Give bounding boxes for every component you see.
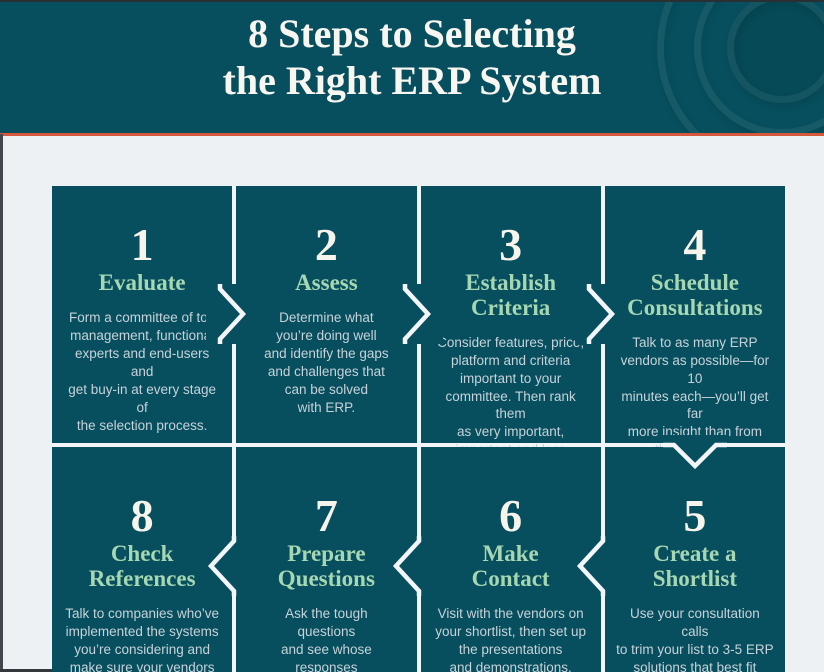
step-card-4: 4 Schedule Consultations Talk to as many… bbox=[604, 186, 785, 457]
concentric-circles-decoration-icon bbox=[694, 0, 824, 133]
step-number: 3 bbox=[499, 219, 523, 270]
screenshot-bottom-edge bbox=[0, 669, 52, 672]
screenshot-left-edge bbox=[0, 134, 3, 672]
step-title: Check References bbox=[88, 541, 196, 591]
step-description: Talk to companies who’ve implemented the… bbox=[65, 605, 220, 672]
steps-grid: 1 Evaluate Form a committee of top manag… bbox=[52, 186, 785, 672]
step-card-7: 7 Prepare Questions Ask the tough questi… bbox=[236, 447, 417, 672]
step-title: Prepare Questions bbox=[277, 541, 375, 591]
step-number: 8 bbox=[130, 490, 154, 541]
step-title: Make Contact bbox=[471, 541, 550, 591]
concentric-circles-decoration-icon bbox=[727, 0, 824, 103]
step-title: Schedule Consultations bbox=[627, 270, 763, 320]
page-title: 8 Steps to Selecting the Right ERP Syste… bbox=[222, 11, 602, 104]
step-card-2: 2 Assess Determine what you’re doing wel… bbox=[236, 186, 417, 443]
step-title: Create a Shortlist bbox=[652, 541, 738, 591]
step-card-1: 1 Evaluate Form a committee of top manag… bbox=[52, 186, 233, 443]
step-description: Visit with the vendors on your shortlist… bbox=[435, 605, 587, 672]
step-description: Determine what you’re doing well and ide… bbox=[264, 309, 389, 415]
flow-arrow-left-icon bbox=[564, 536, 617, 596]
step-number: 2 bbox=[314, 219, 338, 270]
step-title: Establish Criteria bbox=[465, 270, 556, 320]
flow-arrow-right-icon bbox=[574, 284, 627, 344]
accent-divider-line bbox=[0, 133, 824, 136]
step-number: 7 bbox=[314, 490, 338, 541]
flow-arrow-right-icon bbox=[206, 284, 259, 344]
step-number: 4 bbox=[683, 219, 707, 270]
screenshot-top-edge bbox=[0, 0, 824, 2]
step-card-3: 3 Establish Criteria Consider features, … bbox=[420, 186, 601, 475]
concentric-circles-decoration-icon bbox=[657, 0, 824, 133]
step-card-5: 5 Create a Shortlist Use your consultati… bbox=[604, 447, 785, 672]
flow-arrow-left-icon bbox=[380, 536, 433, 596]
step-number: 1 bbox=[130, 219, 154, 270]
header-banner: 8 Steps to Selecting the Right ERP Syste… bbox=[0, 0, 824, 133]
step-description: Ask the tough questions and see whose re… bbox=[280, 605, 372, 672]
step-description: Form a committee of top management, func… bbox=[68, 309, 217, 433]
flow-arrow-down-icon bbox=[663, 435, 727, 479]
step-number: 5 bbox=[683, 490, 707, 541]
flow-arrow-left-icon bbox=[196, 536, 249, 596]
step-title: Assess bbox=[295, 270, 358, 295]
step-description: Use your consultation calls to trim your… bbox=[616, 605, 774, 672]
flow-arrow-right-icon bbox=[390, 284, 443, 344]
step-title: Evaluate bbox=[98, 270, 186, 295]
step-number: 6 bbox=[499, 490, 523, 541]
